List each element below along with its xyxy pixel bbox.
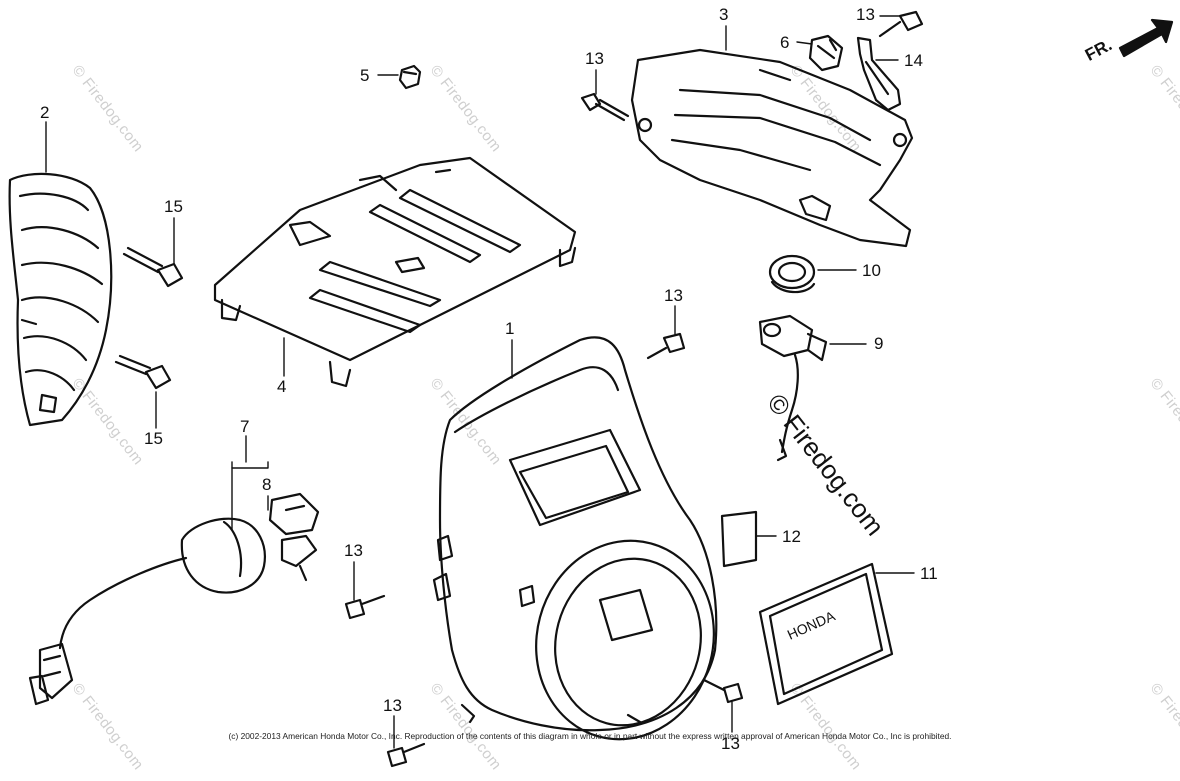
plug-cap-clip-part <box>268 492 320 582</box>
callout-13: 13 <box>383 696 402 715</box>
copyright-notice: (c) 2002-2013 American Honda Motor Co., … <box>228 731 952 741</box>
callout-10: 10 <box>862 261 881 280</box>
air-guide-cover-part <box>630 48 914 248</box>
nameplate-part <box>758 562 894 706</box>
side-shroud-part <box>8 172 113 427</box>
ignition-coil-part <box>28 517 266 706</box>
label-part <box>720 510 758 568</box>
callout-9: 9 <box>874 334 884 353</box>
callout-13: 13 <box>664 286 683 305</box>
callout-12: 12 <box>782 527 801 546</box>
bolt-parts <box>114 10 924 768</box>
callout-7: 7 <box>240 417 250 436</box>
callout-13: 13 <box>344 541 363 560</box>
front-direction-arrow-icon <box>1118 18 1174 58</box>
fan-cover-part <box>432 336 718 741</box>
nameplate-brand-text: HONDA <box>785 607 838 642</box>
stop-switch-part <box>758 314 828 462</box>
callout-13: 13 <box>856 5 875 24</box>
callout-15: 15 <box>164 197 183 216</box>
callout-11: 11 <box>920 564 938 583</box>
callout-2: 2 <box>40 103 50 122</box>
top-cover-plate-part <box>213 156 577 388</box>
callout-5: 5 <box>360 66 370 85</box>
callout-15: 15 <box>144 429 163 448</box>
nut-part <box>398 64 422 90</box>
callout-3: 3 <box>719 5 729 24</box>
grommet-part <box>768 254 816 294</box>
callout-4: 4 <box>277 377 287 396</box>
callout-8: 8 <box>262 475 272 494</box>
callout-1: 1 <box>505 319 515 338</box>
callout-14: 14 <box>904 51 923 70</box>
callout-13: 13 <box>585 49 604 68</box>
clip-part <box>808 34 844 72</box>
callout-13: 13 <box>721 734 740 753</box>
bracket-part <box>856 36 902 112</box>
callout-6: 6 <box>780 33 790 52</box>
